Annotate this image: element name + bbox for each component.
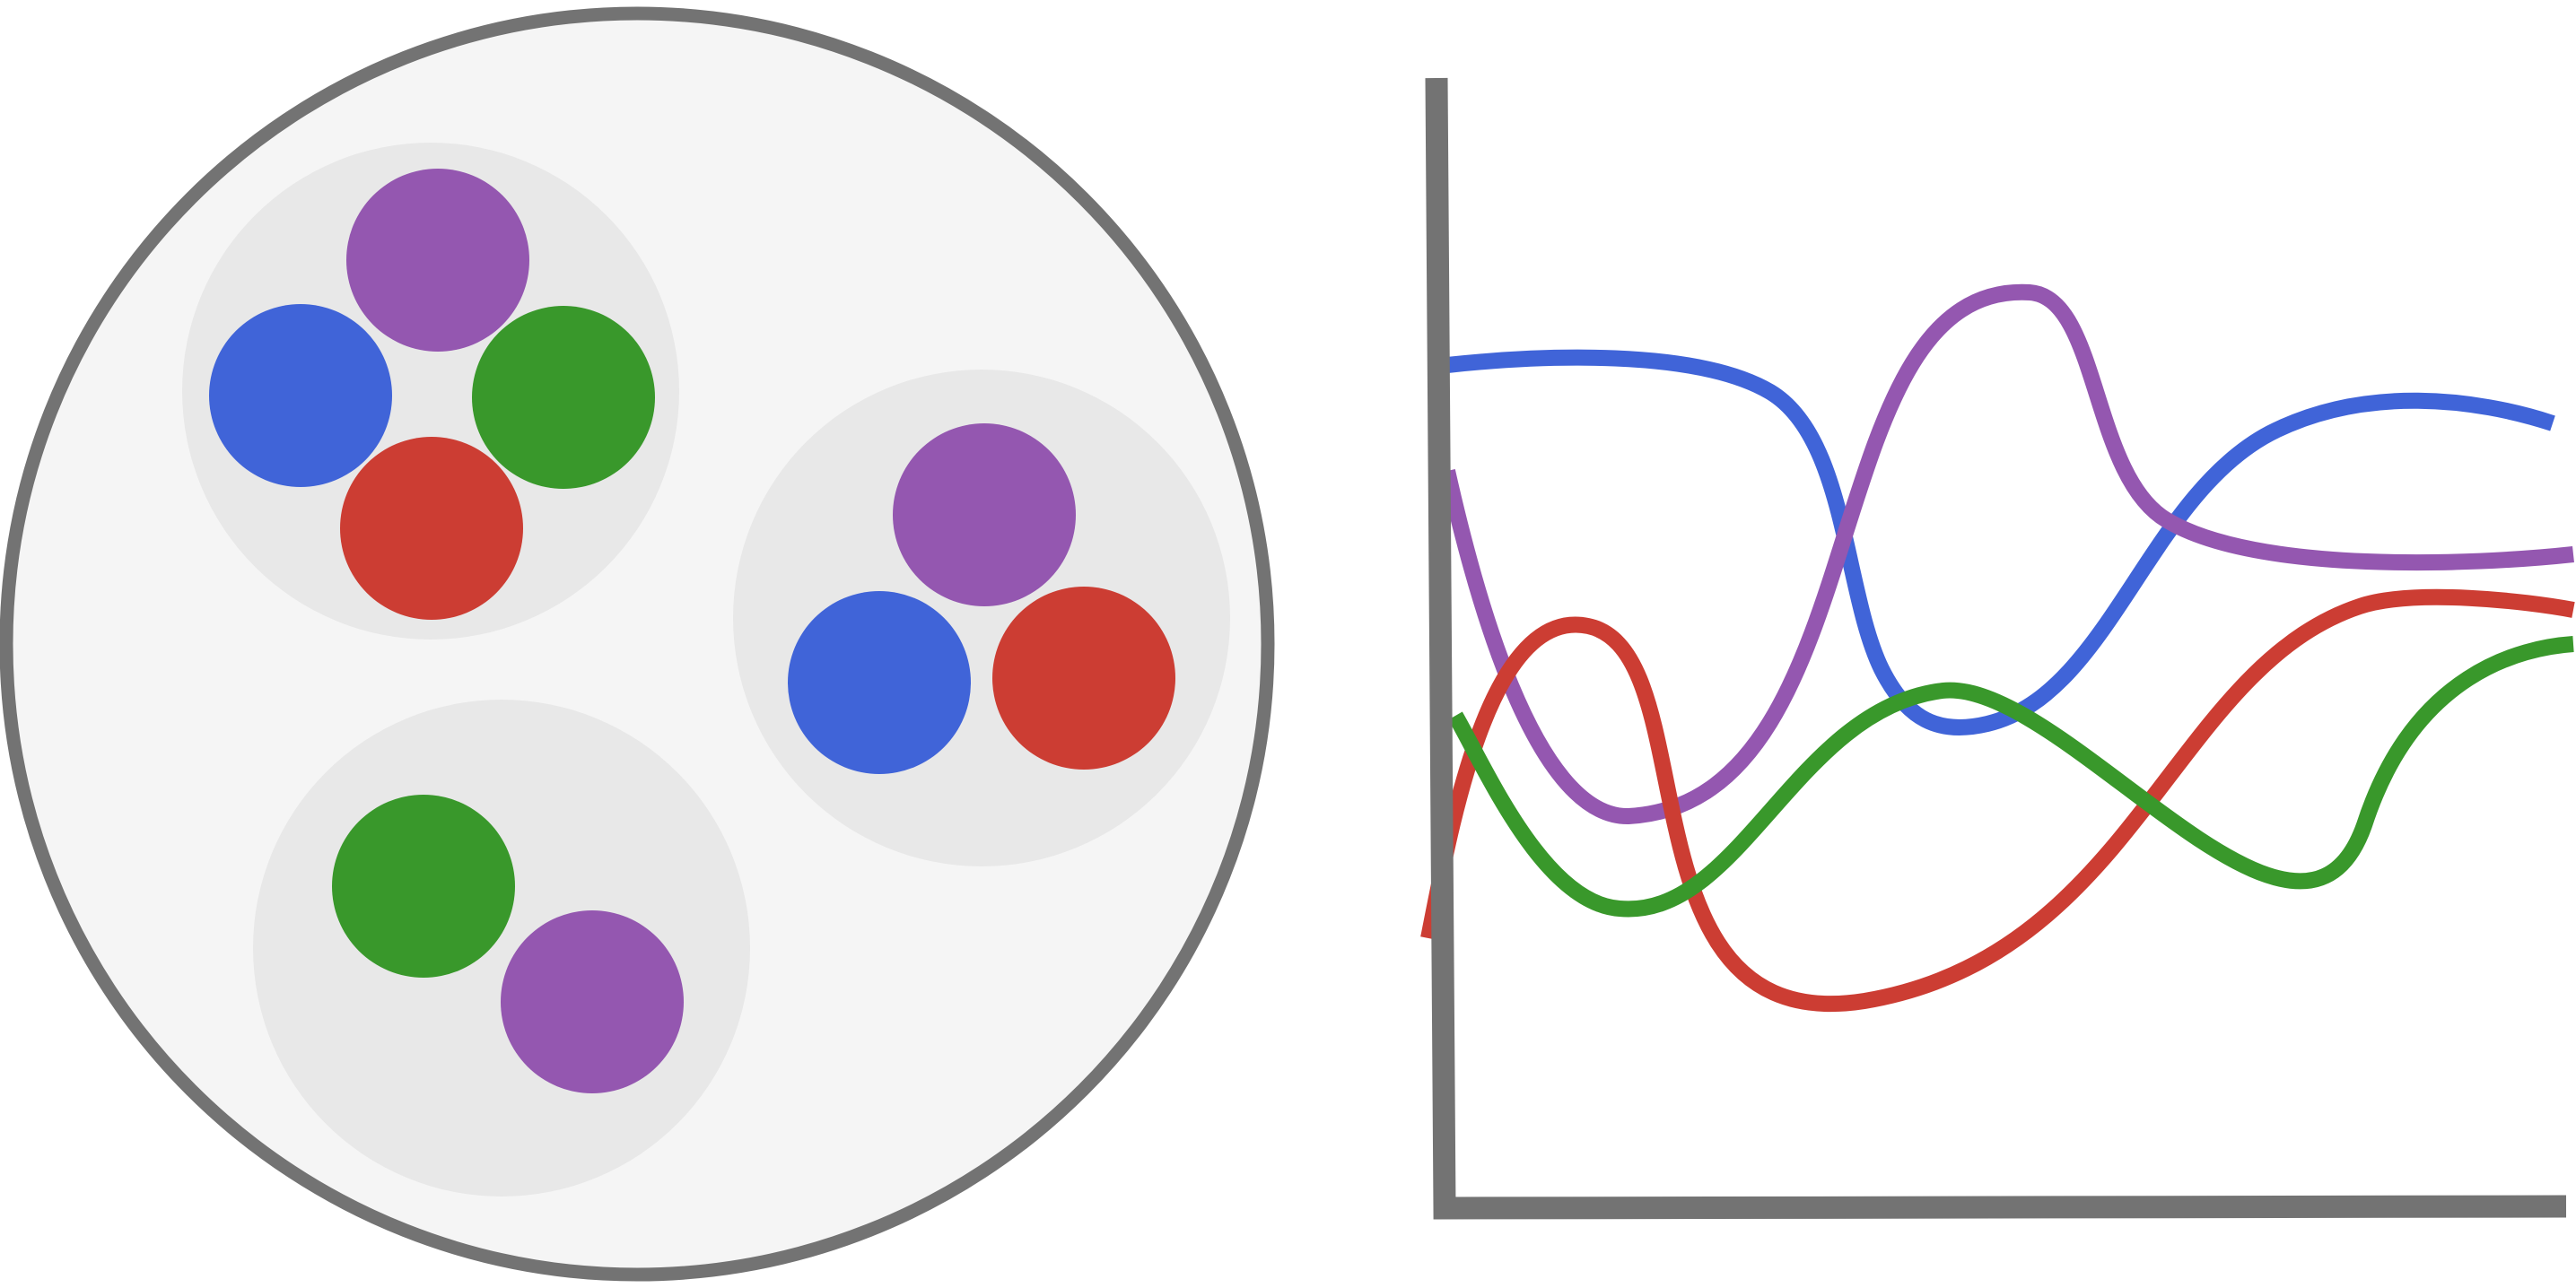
series-line-green: [1448, 636, 2574, 918]
line-plot: [1420, 77, 2575, 1220]
member-blue-circle: [209, 304, 392, 487]
group-right: [733, 370, 1230, 866]
clusters-illustration: [0, 6, 1275, 1282]
member-green-circle: [472, 306, 655, 489]
member-red-circle: [340, 437, 523, 620]
series-line-red: [1420, 588, 2575, 1012]
member-green-circle: [332, 795, 515, 978]
group-top-left: [182, 143, 679, 640]
member-red-circle: [992, 587, 1175, 770]
member-blue-circle: [788, 591, 971, 774]
group-bottom: [253, 700, 750, 1197]
member-purple-circle: [346, 169, 529, 352]
series-line-purple: [1439, 283, 2574, 825]
group-background-circle: [253, 700, 750, 1197]
group-background-circle: [182, 143, 679, 640]
plot-series: [1420, 283, 2575, 1012]
member-purple-circle: [893, 423, 1076, 606]
series-line-blue: [1446, 349, 2555, 735]
axes: [1425, 77, 2567, 1220]
member-purple-circle: [501, 910, 684, 1093]
